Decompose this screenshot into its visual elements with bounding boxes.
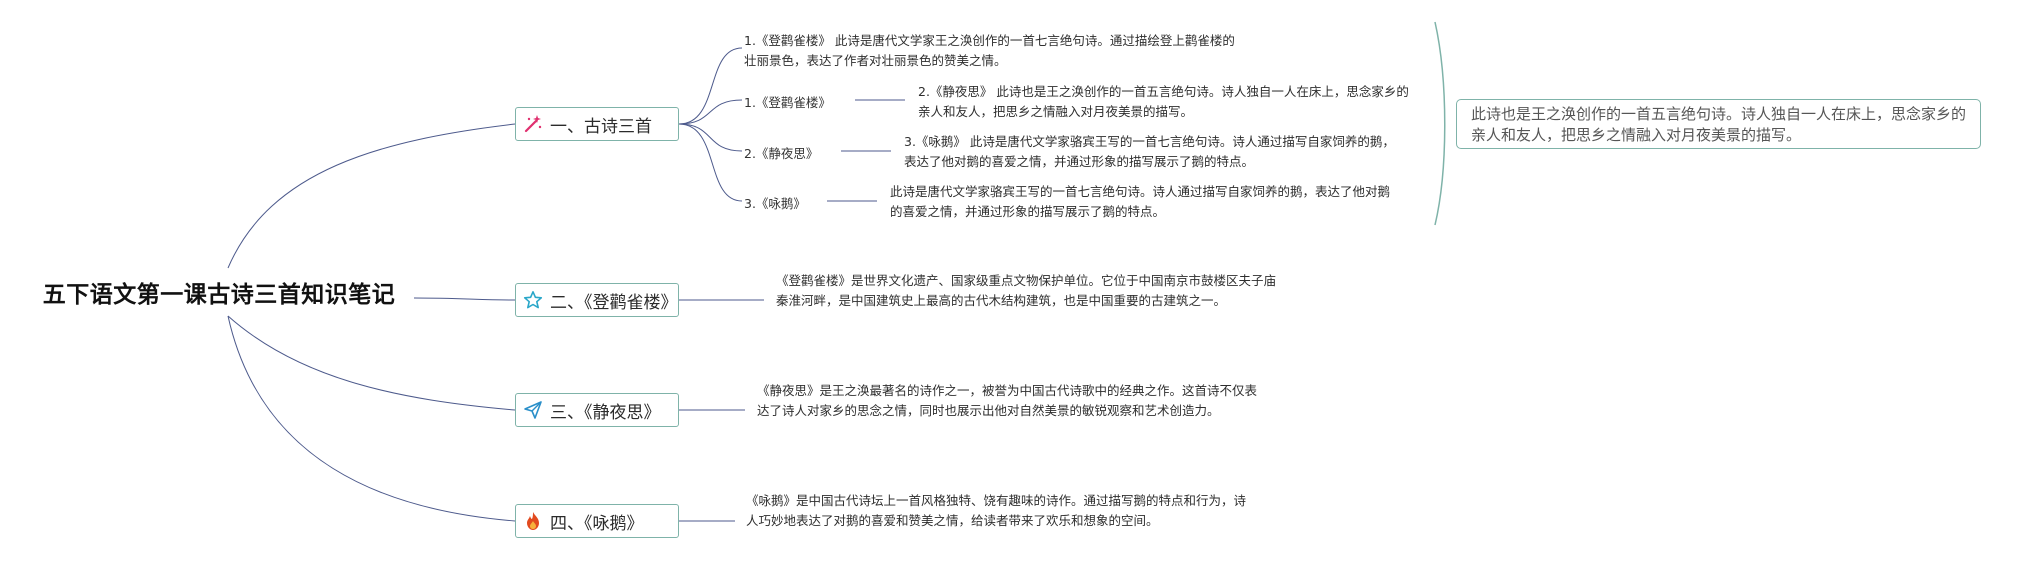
sub-item-desc: 3.《咏鹅》 此诗是唐代文学家骆宾王写的一首七言绝句诗。诗人通过描写自家饲养的鹅… [904,134,1395,169]
root-topic[interactable]: 五下语文第一课古诗三首知识笔记 [24,270,414,314]
branch-jingyesi[interactable]: 三、《静夜思》 [515,393,679,427]
detail-jingyesi: 《静夜思》是王之涣最著名的诗作之一，被誉为中国古代诗歌中的经典之作。这首诗不仅表… [757,383,1258,418]
link-branch1-intro [678,47,743,125]
branch-label: 二、《登鹳雀楼》 [550,292,678,313]
branch-label: 四、《咏鹅》 [550,513,644,534]
link-branch1-item3 [678,123,743,202]
sub-item-dengguanque[interactable]: 1.《登鹳雀楼》 [744,95,831,110]
link-root-branch1 [227,123,516,269]
sub-item-desc: 2.《静夜思》 此诗也是王之涣创作的一首五言绝句诗。诗人独自一人在床上，思念家乡… [918,84,1409,119]
summary-note[interactable]: 此诗也是王之涣创作的一首五言绝句诗。诗人独自一人在床上，思念家乡的亲人和友人，把… [1456,99,1981,149]
branch-gushi-sanshou[interactable]: 一、古诗三首 [515,107,679,141]
paper-plane-icon [516,400,550,420]
sub-item-desc: 此诗是唐代文学家骆宾王写的一首七言绝句诗。诗人通过描写自家饲养的鹅，表达了他对鹅… [890,184,1391,219]
sub-item-yonge[interactable]: 3.《咏鹅》 [744,196,806,211]
detail-dengguanque: 《登鹳雀楼》是世界文化遗产、国家级重点文物保护单位。它位于中国南京市鼓楼区夫子庙… [776,273,1277,308]
link-branch1-item2 [678,123,743,152]
star-icon [516,290,550,310]
branch-label: 一、古诗三首 [550,116,652,137]
link-root-branch2 [413,297,516,301]
detail-yonge: 《咏鹅》是中国古代诗坛上一首风格独特、饶有趣味的诗作。通过描写鹅的特点和行为，诗… [746,493,1247,528]
sub-item-jingyesi[interactable]: 2.《静夜思》 [744,146,819,161]
link-root-branch3 [227,315,516,411]
link-root-branch4 [227,315,516,522]
branch-dengguanque[interactable]: 二、《登鹳雀楼》 [515,283,679,317]
link-branch1-item1 [678,99,743,125]
root-title: 五下语文第一课古诗三首知识笔记 [42,282,396,308]
magic-wand-icon [516,114,550,134]
branch-label: 三、《静夜思》 [550,402,661,423]
fire-icon [516,511,550,531]
branch-yonge[interactable]: 四、《咏鹅》 [515,504,679,538]
sub-intro-text: 1.《登鹳雀楼》 此诗是唐代文学家王之涣创作的一首七言绝句诗。通过描绘登上鹳雀楼… [744,33,1235,68]
summary-bracket [1434,21,1446,226]
